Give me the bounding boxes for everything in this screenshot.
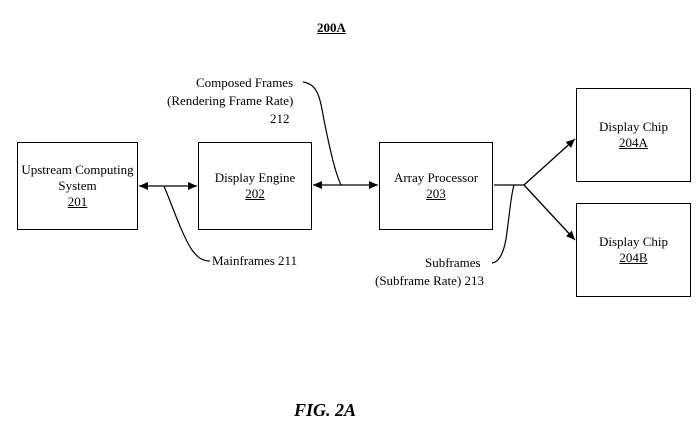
display-engine-ref: 202 [245,186,265,201]
display-chip-204a-box: Display Chip 204A [576,88,691,182]
subframes-label: Subframes [425,255,481,270]
upstream-label-line2: System [58,178,97,193]
figure-number: 200A [317,20,346,35]
subframes-arrow-to-204a [523,138,576,186]
display-chip-a-ref: 204A [619,135,648,150]
upstream-label-line1: Upstream Computing [21,162,134,177]
display-chip-204b-box: Display Chip 204B [576,203,691,297]
mainframes-label: Mainframes 211 [212,253,298,268]
display-engine-box: Display Engine 202 [198,142,312,230]
display-chip-a-label: Display Chip [599,119,668,134]
composed-frames-ref: 212 [270,111,290,126]
subframes-arrow-to-204b [523,184,576,241]
figure-caption: FIG. 2A [294,400,357,420]
display-chip-b-ref: 204B [619,250,648,265]
upstream-ref: 201 [67,194,88,209]
composed-frames-label: Composed Frames [196,75,294,90]
composed-frames-leader [302,81,342,186]
rendering-frame-rate-label: (Rendering Frame Rate) [167,93,294,108]
array-processor-label: Array Processor [393,170,479,185]
mainframes-leader [163,185,211,262]
display-chip-b-label: Display Chip [599,234,668,249]
subframe-rate-label: (Subframe Rate) 213 [375,273,485,288]
array-processor-ref: 203 [426,186,446,201]
array-processor-box: Array Processor 203 [379,142,493,230]
upstream-computing-system-box: Upstream Computing System 201 [17,142,138,230]
display-engine-label: Display Engine [214,170,296,185]
subframes-leader [491,184,515,264]
